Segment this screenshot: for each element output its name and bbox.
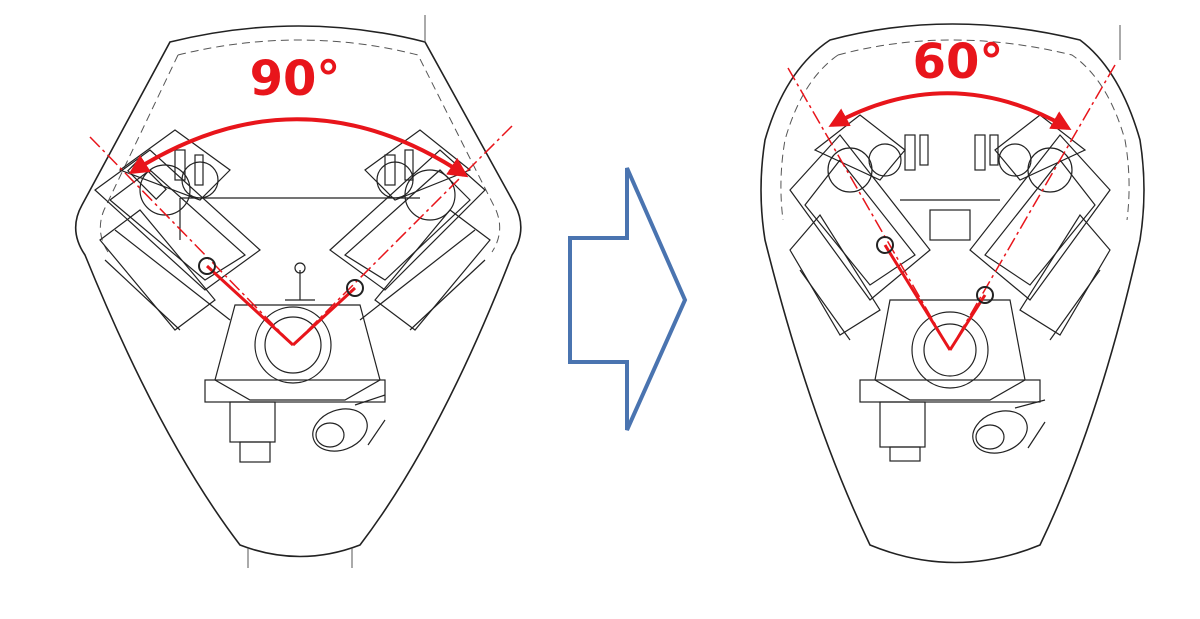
right-engine-bank-left	[789, 114, 931, 341]
left-engine-starter	[312, 394, 386, 452]
right-bank-centerline-left	[787, 67, 951, 351]
left-bank-centerline-right	[292, 125, 513, 346]
right-engine-bank-right	[969, 114, 1111, 341]
right-engine-diagram: 60°	[760, 23, 1145, 564]
left-cowl-inner-dashed	[177, 39, 501, 253]
right-angle-label: 60°	[913, 34, 1004, 90]
left-cowl-outline	[74, 25, 522, 558]
right-engine-crankcase	[859, 199, 1041, 462]
left-engine-diagram: 90°	[74, 15, 522, 568]
right-cowl-inner-dashed	[837, 39, 1130, 221]
right-bank-centerline-right	[949, 64, 1116, 351]
left-angle-label: 90°	[250, 51, 341, 107]
right-angle-arc	[828, 91, 1072, 130]
right-engine-starter	[972, 399, 1046, 454]
right-arrow-icon	[568, 167, 688, 431]
left-bank-centerline-left	[89, 136, 294, 346]
right-cowl-outline	[760, 23, 1145, 564]
left-engine-crankcase	[179, 197, 420, 463]
left-angle-arc	[128, 117, 469, 178]
left-engine-bank-left	[94, 129, 261, 331]
left-engine-bank-right	[329, 129, 491, 331]
